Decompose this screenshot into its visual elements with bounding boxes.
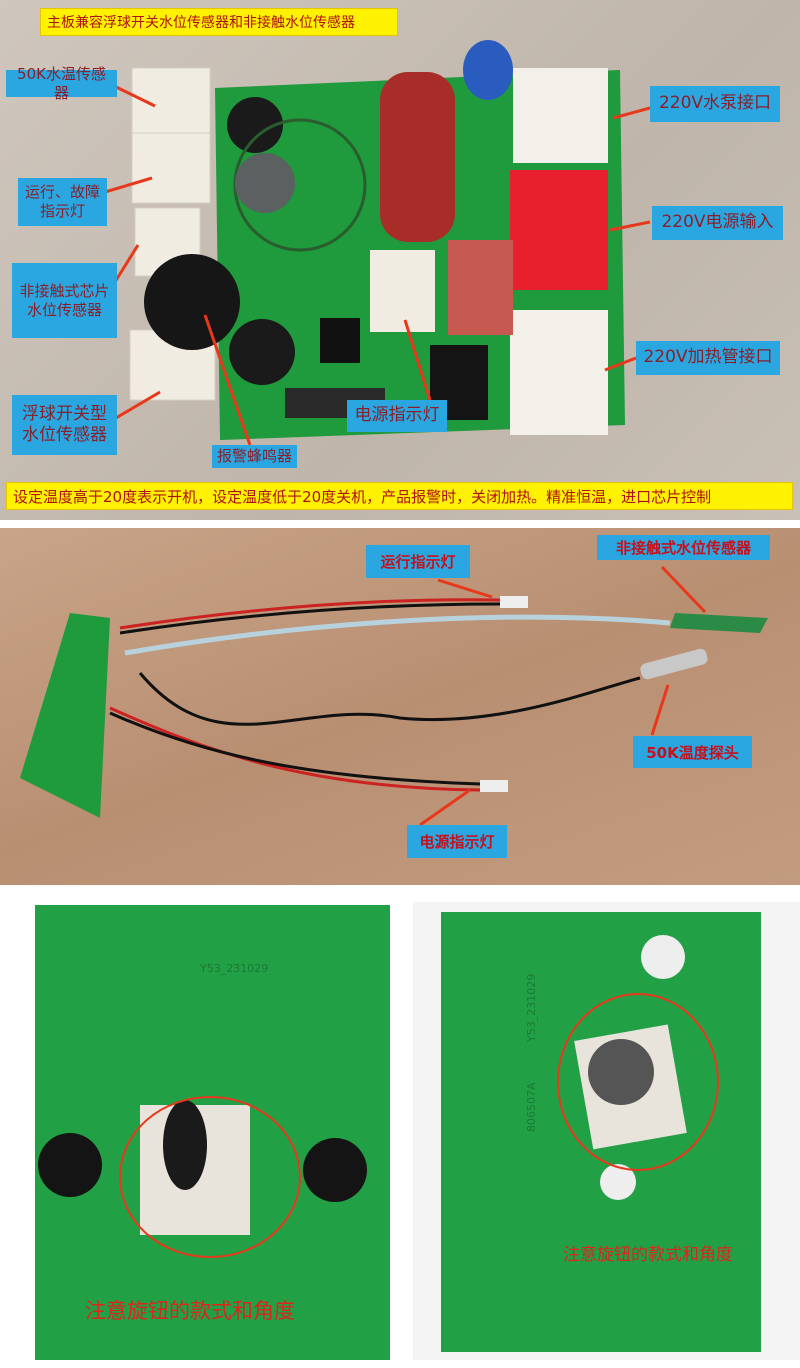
label-float-sensor: 浮球开关型水位传感器	[12, 395, 117, 455]
label-power-led: 电源指示灯	[347, 400, 447, 432]
wire-red	[109, 706, 481, 792]
board-back-illustration: Y53_231029 806507A	[441, 912, 761, 1352]
capacitor-blue	[463, 40, 513, 100]
knob-nut	[227, 97, 283, 153]
board-photo-top: 主板兼容浮球开关水位传感器和非接触水位传感器 50K水温传感器 运行、故障指示灯…	[0, 0, 800, 520]
label-power-led: 电源指示灯	[407, 825, 507, 858]
board-back-photo-left: Y53_231029 注意旋钮的款式和角度	[0, 890, 400, 1368]
arrows	[419, 565, 707, 827]
label-temp-probe: 50K温度探头	[633, 736, 752, 768]
knob-nut	[38, 1133, 102, 1197]
highlight-circle	[119, 1096, 301, 1258]
pump-connector	[513, 68, 608, 163]
wiring-photo: 运行指示灯 非接触式水位传感器 50K温度探头 电源指示灯	[0, 528, 800, 885]
wire-black	[119, 602, 501, 635]
led-connector	[370, 250, 435, 332]
capacitor	[235, 153, 295, 213]
label-buzzer: 报警蜂鸣器	[212, 445, 297, 468]
wire-black	[109, 711, 481, 786]
heater-connector	[510, 310, 608, 435]
capacitor-red	[380, 72, 455, 242]
label-temp-sensor: 50K水温传感器	[6, 65, 117, 102]
mount-hole	[641, 935, 685, 979]
board-marking: Y53_231029	[525, 974, 538, 1043]
power-led	[480, 780, 508, 792]
title-banner: 主板兼容浮球开关水位传感器和非接触水位传感器	[40, 8, 398, 36]
knob-nut	[303, 1138, 367, 1202]
buzzer	[144, 254, 240, 350]
noncontact-sensor	[670, 613, 768, 633]
label-power-input: 220V电源输入	[652, 206, 783, 240]
board-marking: Y53_231029	[199, 962, 268, 975]
highlight-circle	[557, 993, 719, 1171]
temp-probe	[640, 648, 708, 680]
label-noncontact-sensor: 非接触式芯片水位传感器	[12, 263, 117, 338]
label-pump: 220V水泵接口	[650, 86, 780, 122]
probe-cable	[138, 672, 641, 726]
relay	[448, 240, 513, 335]
caption-knob-left: 注意旋钮的款式和角度	[85, 1299, 295, 1323]
knob-nut	[229, 319, 295, 385]
label-noncontact-sensor: 非接触式水位传感器	[597, 535, 770, 560]
caption-knob-right: 注意旋钮的款式和角度	[563, 1245, 733, 1265]
board-illustration	[104, 40, 651, 446]
ic-chip	[320, 318, 360, 363]
board-back-photo-right: Y53_231029 806507A 注意旋钮的款式和角度	[413, 902, 800, 1360]
power-connector	[510, 170, 608, 290]
label-heater: 220V加热管接口	[636, 341, 780, 375]
mount-hole	[600, 1164, 636, 1200]
wiring-illustration	[20, 565, 768, 827]
arrows	[104, 83, 651, 446]
capacitor	[233, 118, 367, 252]
footer-banner: 设定温度高于20度表示开机，设定温度低于20度关机，产品报警时，关闭加热。精准恒…	[6, 482, 793, 510]
sensor-cable	[124, 614, 671, 656]
board-code: 806507A	[525, 1082, 538, 1132]
label-run-led: 运行指示灯	[366, 545, 470, 578]
connector	[131, 132, 211, 204]
wire-red	[119, 598, 501, 630]
board-back-illustration: Y53_231029	[35, 905, 390, 1360]
label-run-fault-led: 运行、故障指示灯	[18, 178, 107, 226]
rotary-knob	[588, 1039, 654, 1105]
rotary-knob	[163, 1100, 207, 1190]
run-led	[500, 596, 528, 608]
pcb	[20, 613, 110, 818]
